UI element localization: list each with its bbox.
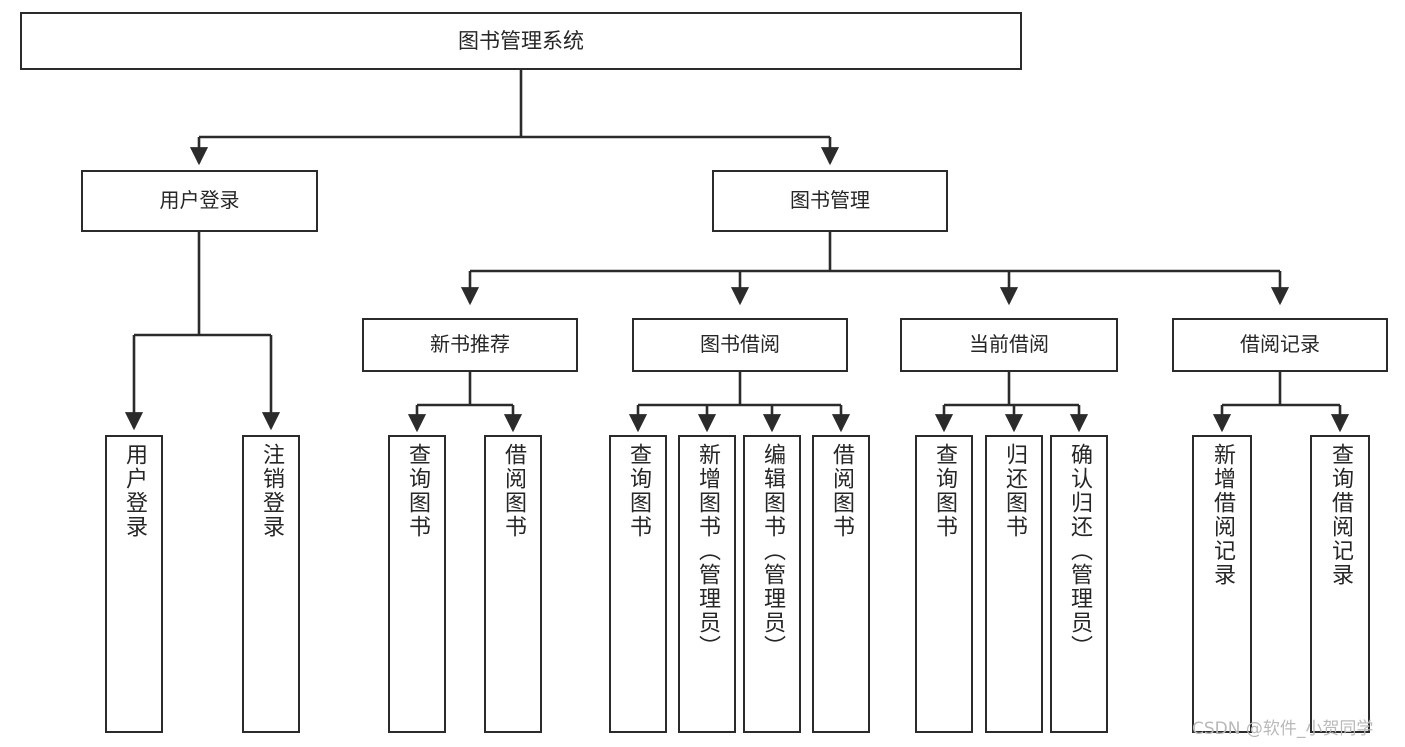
leaf-user-login[interactable]: 用户登录 xyxy=(105,435,163,733)
node-label: 图书管理系统 xyxy=(458,28,584,53)
node-label: 新增图书（管理员） xyxy=(695,443,720,659)
node-label: 查询图书 xyxy=(405,443,430,539)
node-label: 查询借阅记录 xyxy=(1328,443,1353,587)
leaf-borrow-edit-book-admin[interactable]: 编辑图书（管理员） xyxy=(743,435,801,733)
node-label: 借阅图书 xyxy=(501,443,526,539)
node-label: 图书管理 xyxy=(790,188,870,213)
leaf-borrow-add-book-admin[interactable]: 新增图书（管理员） xyxy=(678,435,736,733)
node-label: 图书借阅 xyxy=(700,332,780,357)
node-borrow-record[interactable]: 借阅记录 xyxy=(1172,318,1388,372)
node-current-borrow[interactable]: 当前借阅 xyxy=(900,318,1118,372)
leaf-recommend-query-book[interactable]: 查询图书 xyxy=(388,435,446,733)
node-label: 新书推荐 xyxy=(430,332,510,357)
leaf-borrow-query-book[interactable]: 查询图书 xyxy=(609,435,667,733)
leaf-record-query-borrow-record[interactable]: 查询借阅记录 xyxy=(1310,435,1370,733)
node-user-login[interactable]: 用户登录 xyxy=(81,170,318,232)
node-label: 注销登录 xyxy=(259,443,284,539)
node-label: 编辑图书（管理员） xyxy=(760,443,785,659)
leaf-recommend-borrow-book[interactable]: 借阅图书 xyxy=(484,435,542,733)
node-new-book-recommend[interactable]: 新书推荐 xyxy=(362,318,578,372)
node-label: 用户登录 xyxy=(122,443,147,539)
node-label: 借阅记录 xyxy=(1240,332,1320,357)
leaf-current-query-book[interactable]: 查询图书 xyxy=(915,435,973,733)
leaf-current-confirm-return-admin[interactable]: 确认归还（管理员） xyxy=(1050,435,1108,733)
node-label: 借阅图书 xyxy=(829,443,854,539)
node-label: 归还图书 xyxy=(1002,443,1027,539)
leaf-borrow-borrow-book[interactable]: 借阅图书 xyxy=(812,435,870,733)
csdn-watermark: CSDN @软件_小贺同学 xyxy=(1192,719,1374,739)
leaf-current-return-book[interactable]: 归还图书 xyxy=(985,435,1043,733)
node-label: 当前借阅 xyxy=(969,332,1049,357)
node-book-borrow[interactable]: 图书借阅 xyxy=(632,318,848,372)
node-label: 查询图书 xyxy=(626,443,651,539)
node-label: 确认归还（管理员） xyxy=(1067,443,1092,659)
leaf-user-logout[interactable]: 注销登录 xyxy=(242,435,300,733)
leaf-record-add-borrow-record[interactable]: 新增借阅记录 xyxy=(1192,435,1252,733)
node-label: 新增借阅记录 xyxy=(1210,443,1235,587)
node-book-management[interactable]: 图书管理 xyxy=(712,170,948,232)
node-root-system[interactable]: 图书管理系统 xyxy=(20,12,1022,70)
node-label: 用户登录 xyxy=(159,188,240,213)
node-label: 查询图书 xyxy=(932,443,957,539)
